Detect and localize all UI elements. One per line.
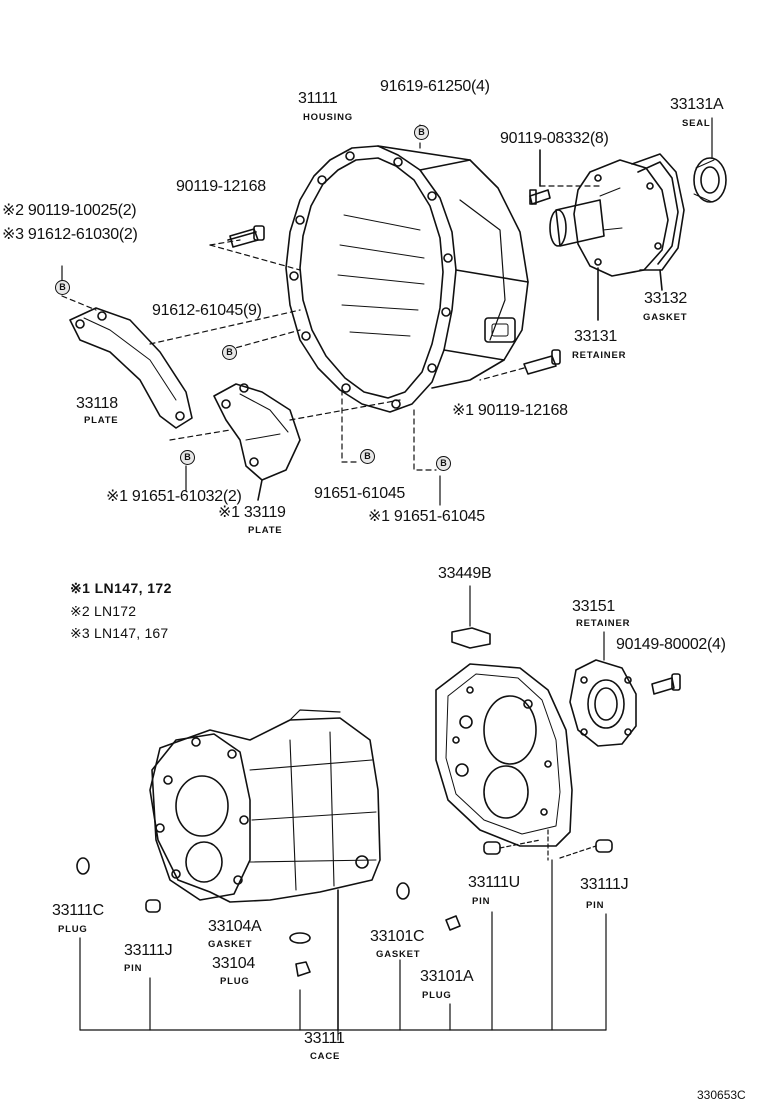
part-number-33111: 33111	[304, 1030, 345, 1047]
part-number-33111J-a: 33111J	[124, 942, 173, 959]
bolt-90119-12168-mid-drawing	[479, 349, 561, 381]
part-name-gasket-2: GASKET	[208, 939, 253, 950]
intermediate-plate-drawing	[435, 663, 573, 861]
part-number-33111C: 33111C	[52, 902, 104, 919]
part-33449B-drawing	[451, 585, 491, 649]
retainer-33151-drawing	[569, 631, 637, 747]
bolt-marker: B	[180, 450, 195, 465]
part-name-plug-2: PLUG	[220, 976, 250, 987]
part-name-retainer-1: RETAINER	[572, 350, 627, 361]
bolt-marker: B	[414, 125, 429, 140]
bolt-90119-12168-drawing	[209, 225, 301, 271]
bolt-marker: B	[360, 449, 375, 464]
bolt-marker: B	[222, 345, 237, 360]
part-name-housing: HOUSING	[303, 112, 353, 123]
leader-lines-solid-top	[61, 117, 713, 506]
part-number-33101A: 33101A	[420, 968, 474, 985]
part-number-90119-12168-top: 90119-12168	[176, 178, 266, 195]
part-number-91651-61045: 91651-61045	[314, 485, 406, 502]
bottom-bracket-lines	[79, 859, 607, 1041]
part-number-91651-61045-b: ※1 91651-61045	[368, 508, 485, 525]
bolt-marker: B	[436, 456, 451, 471]
part-name-plug-1: PLUG	[58, 924, 88, 935]
part-number-33111J-b: 33111J	[580, 876, 629, 893]
seal-33131A-drawing	[693, 157, 727, 203]
bolt-90119-08332-drawing	[529, 149, 551, 205]
part-number-91612-61030: ※3 91612-61030(2)	[2, 226, 138, 243]
part-number-90119-12168-mid: ※1 90119-12168	[452, 402, 568, 419]
part-name-plate-2: PLATE	[248, 525, 283, 536]
part-name-retainer-2: RETAINER	[576, 618, 631, 629]
part-number-33104: 33104	[212, 955, 255, 972]
part-number-90119-08332: 90119-08332(8)	[500, 130, 609, 147]
part-name-gasket-1: GASKET	[643, 312, 688, 323]
part-number-31111: 31111	[298, 90, 338, 107]
part-number-33101C: 33101C	[370, 928, 425, 945]
part-number-91651-61032: ※1 91651-61032(2)	[106, 488, 242, 505]
part-name-seal: SEAL	[682, 118, 711, 129]
part-name-pin-2: PIN	[472, 896, 491, 907]
part-name-pin-3: PIN	[586, 900, 605, 911]
part-number-33131A: 33131A	[670, 96, 724, 113]
bolt-90149-80002-drawing	[651, 673, 681, 695]
part-name-pin-1: PIN	[124, 963, 143, 974]
part-number-91619-61250: 91619-61250(4)	[380, 78, 490, 95]
part-number-33118: 33118	[76, 395, 118, 412]
clutch-housing-drawing	[285, 145, 529, 413]
transmission-case-drawing	[149, 709, 381, 1031]
footnote-1: ※1 LN147, 172	[70, 580, 172, 596]
part-number-33111U: 33111U	[468, 874, 520, 891]
part-number-33449B: 33449B	[438, 565, 492, 582]
part-number-33132: 33132	[644, 290, 687, 307]
part-name-plate-1: PLATE	[84, 415, 119, 426]
footnote-2: ※2 LN172	[70, 603, 137, 619]
small-parts-drawing	[76, 839, 613, 977]
part-number-90119-10025: ※2 90119-10025(2)	[2, 202, 137, 219]
part-number-33119: ※1 33119	[218, 504, 286, 521]
part-number-33131: 33131	[574, 328, 617, 345]
part-name-gasket-3: GASKET	[376, 949, 421, 960]
part-number-33104A: 33104A	[208, 918, 262, 935]
part-number-91612-61045: 91612-61045(9)	[152, 302, 262, 319]
gasket-33132-drawing	[631, 153, 685, 291]
diagram-code: 330653C	[697, 1088, 746, 1102]
part-number-90149-80002: 90149-80002(4)	[616, 636, 726, 653]
part-name-plug-3: PLUG	[422, 990, 452, 1001]
part-name-case: CACE	[310, 1051, 341, 1062]
footnote-3: ※3 LN147, 167	[70, 625, 169, 641]
bolt-marker: B	[55, 280, 70, 295]
plate-33118-drawing	[61, 295, 301, 429]
plate-33119-drawing	[169, 383, 401, 501]
part-number-33151: 33151	[572, 598, 615, 615]
